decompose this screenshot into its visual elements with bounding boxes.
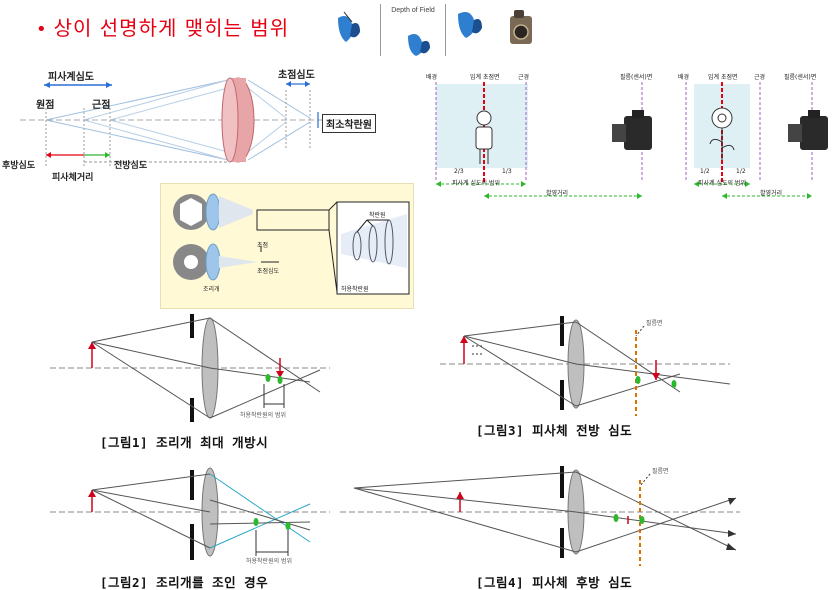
focus-dot — [265, 374, 271, 382]
focus-dot — [285, 522, 291, 530]
dof-lens-diagram: 피사계심도 원점 근점 초점심도 최소착란원 후방심도 전방심도 피사체거리 — [0, 60, 410, 185]
camera-icon — [788, 110, 828, 150]
aperture-label: 조리개 — [203, 286, 220, 293]
min-coc-label: 최소착란원 — [322, 114, 376, 133]
figure-4-caption: [그림4] 피사체 후방 심도 — [476, 575, 633, 590]
camera-icon — [612, 110, 652, 150]
dof-illustration-strip — [338, 10, 532, 56]
butterfly-icon — [408, 34, 430, 56]
title-bullet: • — [36, 19, 48, 40]
camera-icon — [510, 10, 532, 44]
figure-1: 허용착란원의 범위 [그림1] 조리개 최대 개방시 — [50, 312, 350, 452]
focus-label: 초점 — [257, 242, 269, 249]
focus-dot — [253, 518, 259, 526]
critical-focus-label: 임계 초점면 — [708, 74, 738, 81]
background-label: 배경 — [426, 74, 438, 81]
dof-label: Depth of Field — [391, 7, 435, 14]
shooting-distance-label: 촬영거리 — [760, 190, 783, 197]
focus-dot — [639, 516, 645, 524]
figure-1-svg — [50, 314, 330, 422]
focus-dot — [277, 376, 283, 384]
aperture-top-icon — [173, 193, 253, 231]
figure-3: 필름면 [그림3] 피사체 전방 심도 — [440, 312, 740, 452]
focus-depth-label: 초점심도 — [278, 70, 315, 81]
figure-2: 허용착란원의 범위 [그림2] 조리개를 조인 경우 — [50, 460, 350, 590]
ratio-right-label: 1/3 — [502, 168, 512, 175]
near-label: 근경 — [754, 74, 766, 81]
portrait-dof-diagram: 배경 임계 초점면 근경 필름(센서)면 2/3 1/3 피사계 심도의 범위 … — [422, 70, 670, 210]
macro-dof-diagram: 배경 임계 초점면 근경 필름(센서)면 1/2 1/2 피사계 심도의 범위 … — [672, 70, 832, 210]
dof-range-label: 피사계 심도의 범위 — [452, 180, 500, 187]
ratio-left-label: 2/3 — [454, 168, 464, 175]
near-point-label: 근점 — [92, 100, 111, 111]
person-icon — [475, 110, 493, 164]
dof-lens-svg — [20, 77, 340, 168]
figure-2-svg — [50, 467, 330, 560]
near-label: 근경 — [518, 74, 530, 81]
subject-distance-label: 피사체거리 — [52, 173, 94, 183]
macro-dof-svg — [685, 82, 828, 199]
portrait-dof-svg — [435, 82, 652, 199]
focus-dot — [613, 514, 619, 522]
focus-dot — [671, 380, 677, 388]
film-plane-label: 필름면 — [646, 320, 663, 327]
page-title: •상이 선명하게 맺히는 범위 — [36, 12, 289, 41]
aperture-diagram: 착란원 초점 초점심도 허용착란원 조리개 — [160, 183, 414, 309]
figure-4-svg — [340, 466, 740, 566]
film-plane-label: 필름(센서)면 — [620, 74, 653, 81]
ratio-right-label: 1/2 — [736, 168, 746, 175]
coc-range-label: 허용착란원의 범위 — [246, 558, 293, 565]
coc-label: 착란원 — [369, 212, 386, 219]
figure-3-svg — [440, 316, 731, 416]
figure-2-caption: [그림2] 조리개를 조인 경우 — [100, 575, 269, 590]
title-text: 상이 선명하게 맺히는 범위 — [53, 16, 290, 40]
front-dof-label: 전방심도 — [114, 161, 148, 171]
aperture-bottom-icon — [173, 243, 257, 281]
subject-dof-label: 피사계심도 — [48, 72, 94, 83]
critical-focus-label: 임계 초점면 — [470, 74, 500, 81]
film-plane-label: 필름면 — [652, 468, 669, 475]
aperture-svg — [173, 193, 410, 295]
focus-depth-label: 초점심도 — [257, 268, 280, 275]
far-point-label: 원점 — [36, 100, 55, 111]
flower-icon — [709, 107, 735, 160]
dof-range-label: 피사계 심도의 범위 — [698, 180, 746, 187]
butterfly-icon — [458, 12, 482, 38]
figure-3-caption: [그림3] 피사체 전방 심도 — [476, 423, 633, 438]
focus-dot — [635, 376, 641, 384]
butterfly-icon — [338, 11, 360, 42]
shooting-distance-label: 촬영거리 — [546, 190, 569, 197]
permissible-coc-label: 허용착란원 — [341, 286, 369, 293]
film-plane-label: 필름(센서)면 — [784, 74, 817, 81]
lens-shape — [221, 77, 255, 163]
figure-4: 필름면 [그림4] 피사체 후방 심도 — [340, 462, 760, 590]
background-label: 배경 — [678, 74, 690, 81]
dof-label-box: Depth of Field — [380, 4, 446, 56]
rear-dof-label: 후방심도 — [2, 161, 36, 171]
figure-1-caption: [그림1] 조리개 최대 개방시 — [100, 435, 269, 450]
ratio-left-label: 1/2 — [700, 168, 710, 175]
coc-range-label: 허용착란원의 범위 — [240, 412, 287, 419]
